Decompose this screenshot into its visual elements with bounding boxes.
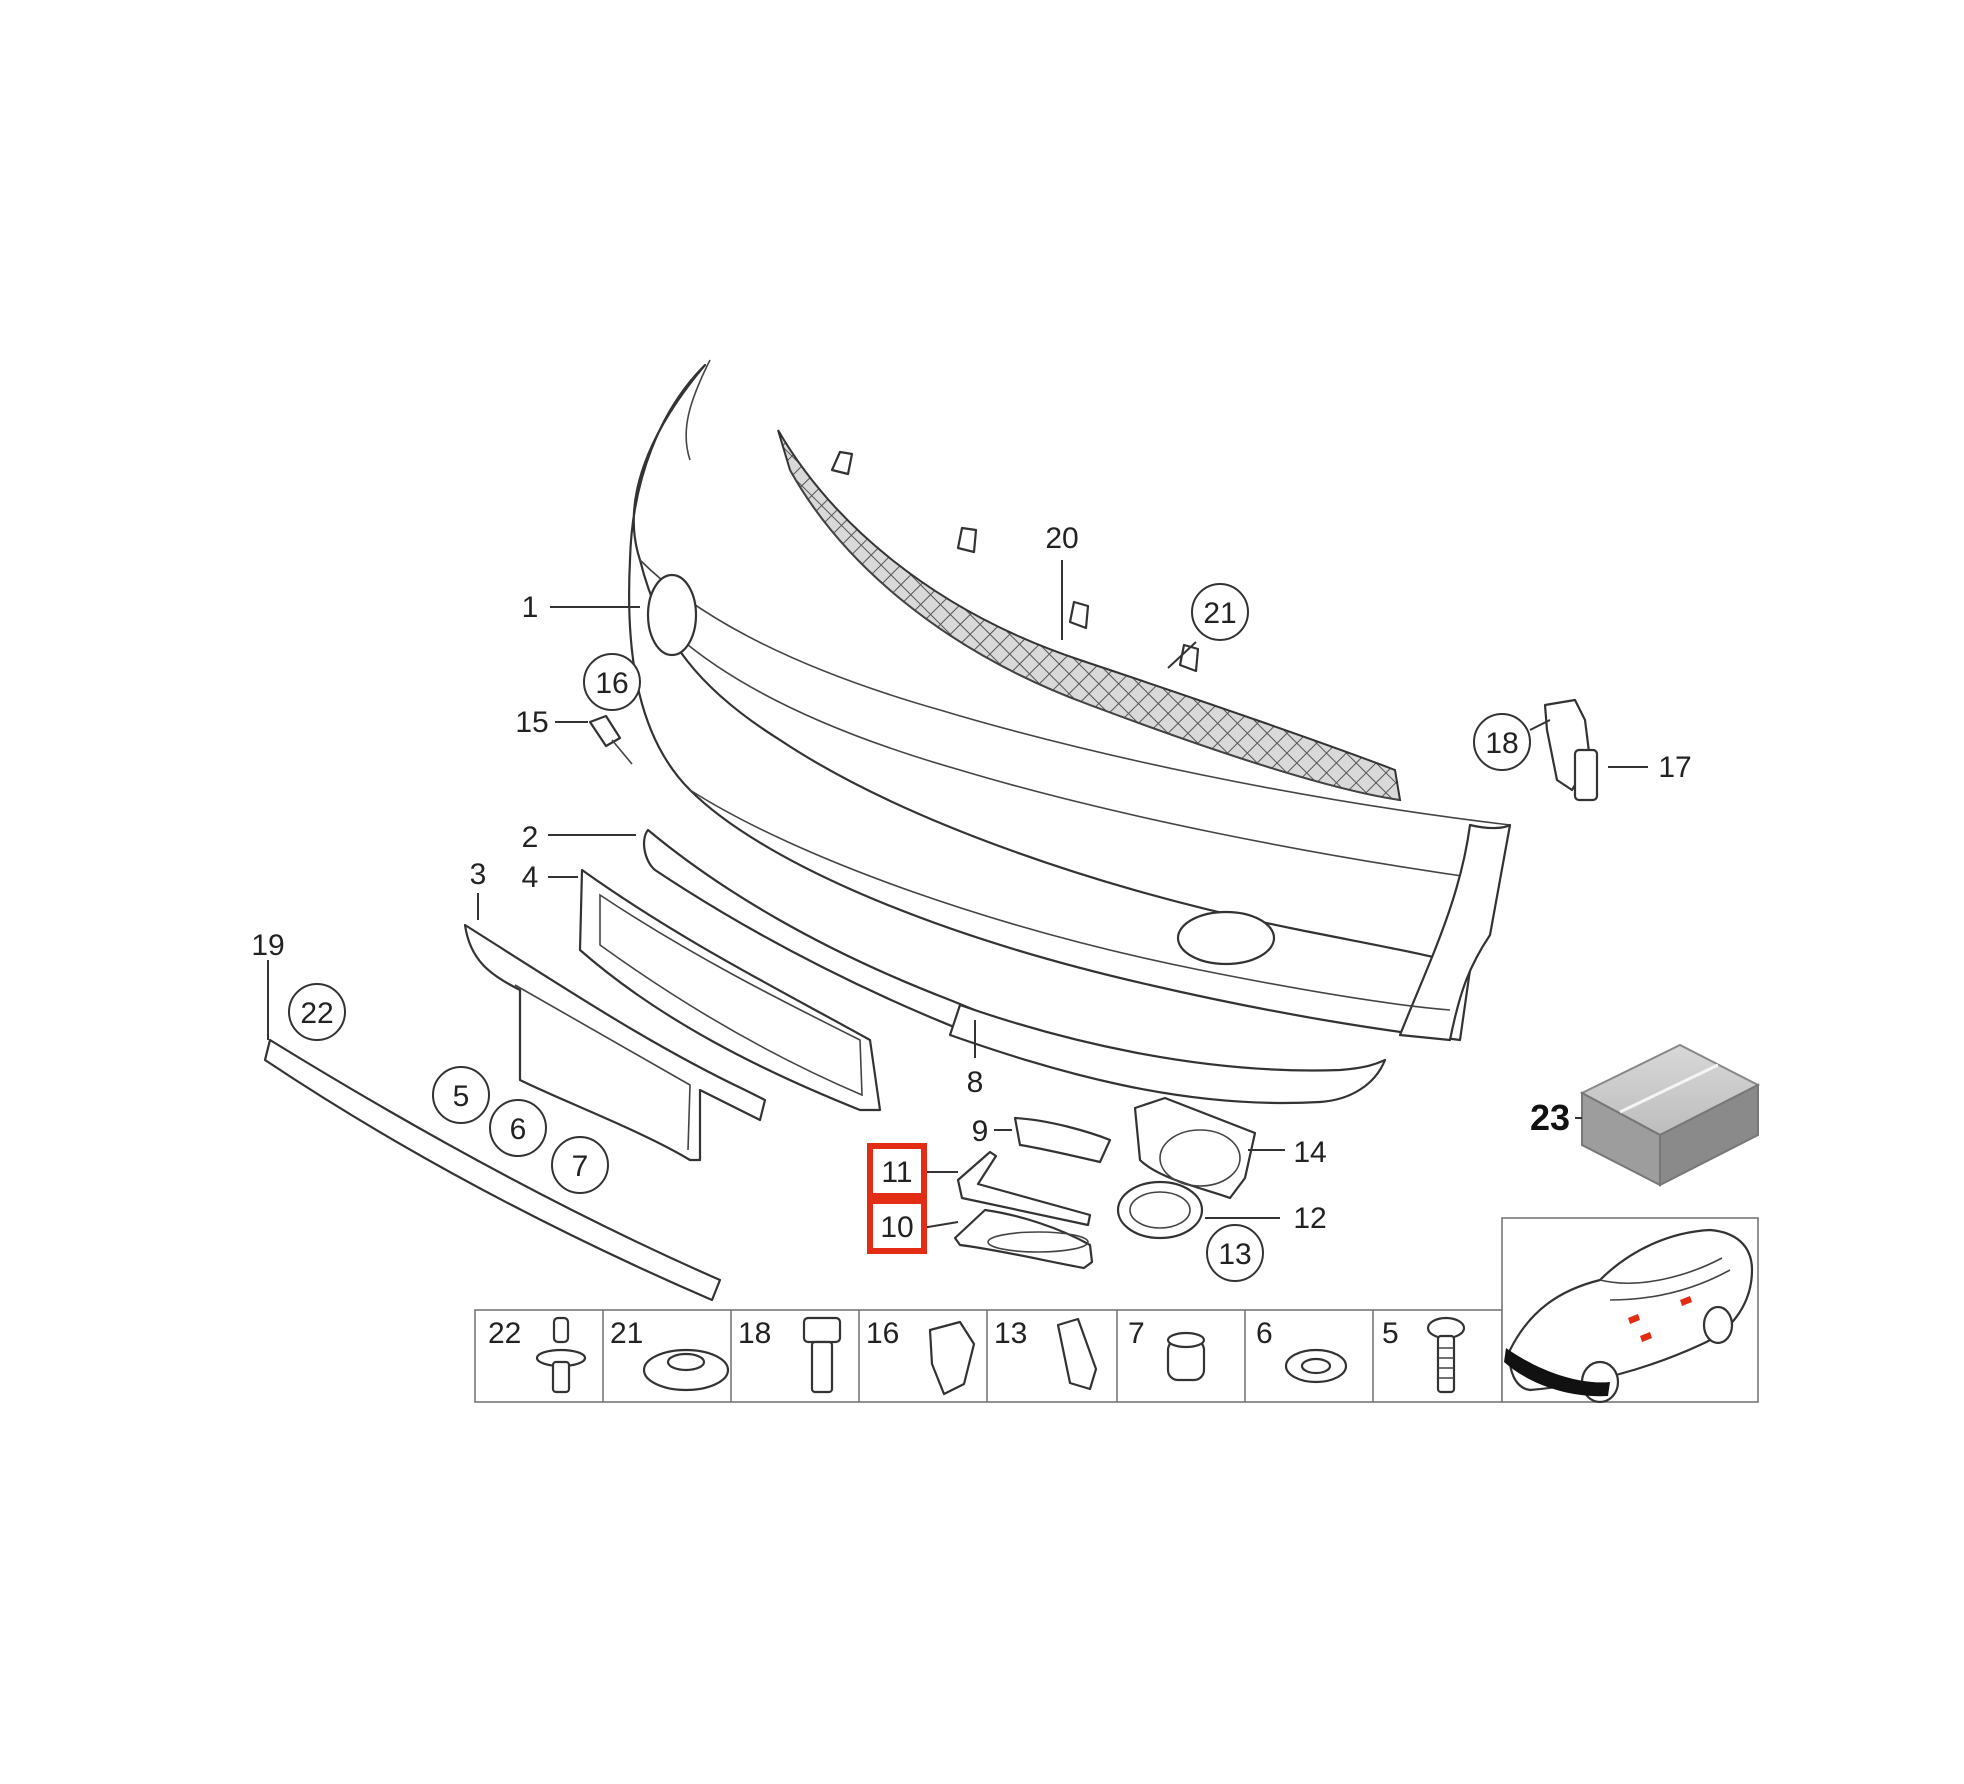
clip-part-15: [588, 714, 633, 765]
callout-21: 21: [1203, 597, 1236, 630]
callout-11: 11: [881, 1156, 912, 1189]
leader-lines: [267, 560, 1648, 1229]
callout-2: 2: [522, 821, 539, 854]
hardware-strip: 22 21 18 16: [474, 1309, 1503, 1403]
car-locator-panel: [1501, 1217, 1759, 1404]
callout-6: 6: [510, 1113, 527, 1146]
hardware-label-7: 7: [1128, 1317, 1145, 1350]
callout-5: 5: [453, 1080, 470, 1113]
washer-icon: [1284, 1348, 1348, 1384]
expansion-nut-icon: [642, 1348, 730, 1392]
hardware-label-5: 5: [1382, 1317, 1399, 1350]
hardware-label-21: 21: [610, 1317, 643, 1350]
callout-12: 12: [1293, 1202, 1326, 1235]
spring-clip-icon: [1056, 1317, 1098, 1391]
callout-8: 8: [967, 1066, 984, 1099]
highlight-box-10: [867, 1198, 927, 1254]
highlight-box-11: [867, 1143, 927, 1199]
callout-22: 22: [300, 997, 333, 1030]
hardware-label-22: 22: [488, 1317, 521, 1350]
callout-10: 10: [880, 1211, 913, 1244]
hex-bolt-icon: [802, 1316, 842, 1394]
callout-16: 16: [595, 667, 628, 700]
clip-icon: [928, 1320, 976, 1396]
hardware-cell-7: 7: [1128, 1317, 1206, 1382]
bumper-cover-part-1: [627, 359, 1512, 1042]
plate-holder-part-4: [578, 868, 882, 1112]
hardware-label-16: 16: [866, 1317, 899, 1350]
push-rivet-icon: [535, 1316, 587, 1394]
car-outline-icon: [1504, 1228, 1754, 1404]
plug-icon: [1166, 1331, 1206, 1382]
cover-part-9: [1013, 1116, 1112, 1164]
trim-ring-part-12: [1116, 1180, 1204, 1240]
callout-20: 20: [1045, 522, 1078, 555]
callout-1: 1: [522, 591, 539, 624]
callout-23: 23: [1530, 1097, 1570, 1138]
callout-4: 4: [522, 861, 539, 894]
callout-14: 14: [1293, 1136, 1326, 1169]
grille-mesh-part-20: [777, 429, 1402, 802]
hardware-cell-13: 13: [994, 1317, 1098, 1391]
callout-7: 7: [572, 1150, 589, 1183]
callout-15: 15: [515, 706, 548, 739]
callout-9: 9: [972, 1115, 989, 1148]
callout-3: 3: [470, 858, 487, 891]
callout-17: 17: [1658, 751, 1691, 784]
plate-base-part-3: [463, 923, 767, 1162]
callout-19: 19: [251, 929, 284, 962]
air-duct-cover-part-11: [956, 1150, 1092, 1227]
package-box-part-23: [1579, 1043, 1761, 1187]
air-duct-grille-part-10: [953, 1208, 1094, 1270]
hardware-cell-21: 21: [610, 1317, 730, 1392]
hardware-cell-5: 5: [1382, 1316, 1466, 1394]
callout-labels: 1 2 3 4 19 15 20 17 8 9 14 12 23: [251, 522, 1691, 1235]
lip-strip-part-19: [263, 1038, 722, 1302]
hardware-cell-6: 6: [1256, 1317, 1348, 1384]
highlighted-callouts: 11 10: [867, 1143, 927, 1254]
spoiler-part-8: [948, 1003, 1387, 1105]
bracket-part-17: [1543, 698, 1599, 802]
hardware-cell-22: 22: [488, 1316, 587, 1394]
circled-callouts: 21 16 18 22 5 6 7 13: [288, 583, 1531, 1282]
hardware-cell-18: 18: [738, 1316, 842, 1394]
fog-housing-part-14: [1133, 1096, 1257, 1200]
hardware-label-18: 18: [738, 1317, 771, 1350]
hardware-label-6: 6: [1256, 1317, 1273, 1350]
callout-13: 13: [1218, 1238, 1251, 1271]
hardware-cell-16: 16: [866, 1317, 976, 1396]
hardware-label-13: 13: [994, 1317, 1027, 1350]
screw-icon: [1426, 1316, 1466, 1394]
callout-18: 18: [1485, 727, 1518, 760]
